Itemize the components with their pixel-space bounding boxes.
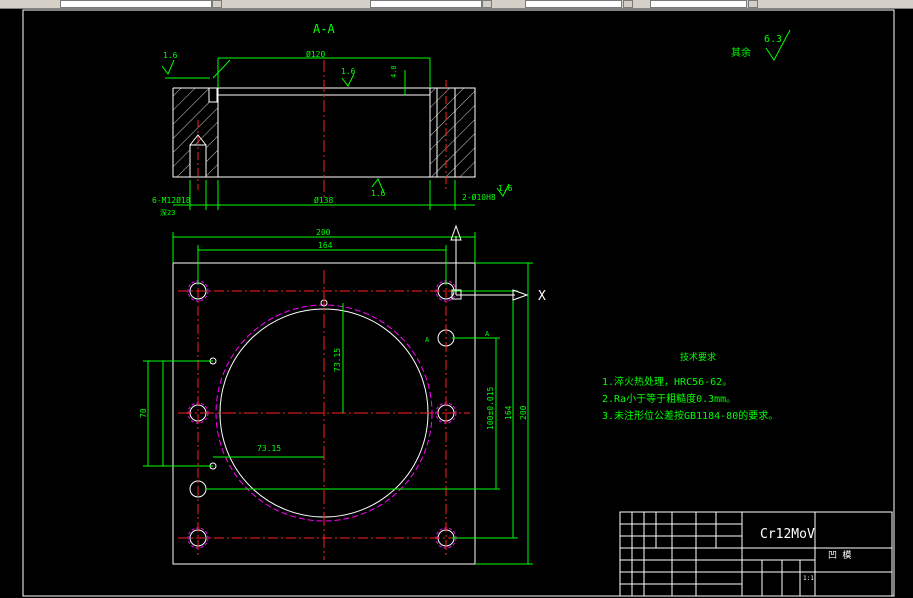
roughness-c: 1.6	[371, 189, 386, 198]
section-dimensions	[165, 57, 475, 210]
section-title: A-A	[313, 22, 335, 36]
axis-label-x: X	[538, 289, 546, 304]
roughness-symbol-icon	[161, 29, 791, 197]
lineweight-dropdown[interactable]	[650, 0, 747, 8]
plan-dimensions	[143, 232, 533, 565]
title-part-name: 凹 模	[828, 550, 851, 561]
dim-width-holes: 164	[318, 241, 333, 250]
linetype-dropdown[interactable]	[525, 0, 622, 8]
drawing-frame	[22, 9, 895, 597]
tech-requirements: 技术要求 1.淬火热处理，HRC56-62。 2.Ra小于等于粗糙度0.3mm。…	[602, 351, 778, 422]
dropdown-arrow-icon[interactable]	[748, 0, 758, 8]
dropdown-arrow-icon[interactable]	[623, 0, 633, 8]
tech-req-item-1: 1.淬火热处理，HRC56-62。	[602, 375, 732, 388]
layer-dropdown[interactable]	[60, 0, 212, 8]
cad-drawing-canvas[interactable]: A-A Ø120 4.8 Ø138 6-M12Ø1	[0, 8, 913, 598]
dim-left-70: 70	[139, 408, 148, 418]
dim-small-b: A	[485, 330, 490, 338]
dropdown-arrow-icon[interactable]	[482, 0, 492, 8]
dropdown-arrow-icon[interactable]	[212, 0, 222, 8]
roughness-others-label: 其余	[731, 46, 751, 59]
plan-view	[172, 262, 476, 565]
dim-height-holes: 164	[504, 405, 513, 420]
dim-bottom-dia: Ø138	[314, 195, 333, 205]
tech-req-item-2: 2.Ra小于等于粗糙度0.3mm。	[602, 392, 736, 405]
dim-depth: 4.8	[390, 65, 398, 78]
title-scale: 1:1	[803, 575, 814, 582]
dim-holes-left: 6-M12Ø18	[152, 195, 191, 205]
roughness-d: 1.6	[498, 184, 513, 193]
dim-bore-top: Ø120	[306, 49, 325, 59]
dim-height-dowel: 100±0.015	[486, 386, 495, 430]
color-dropdown[interactable]	[370, 0, 482, 8]
roughness-b: 1.6	[341, 67, 356, 76]
dim-width-overall: 200	[316, 228, 331, 237]
tech-req-title: 技术要求	[680, 351, 716, 363]
roughness-others-value: 6.3	[764, 34, 782, 45]
tech-req-item-3: 3.未注形位公差按GB1184-80的要求。	[602, 409, 778, 422]
section-view	[172, 60, 476, 200]
dim-small-a: A	[425, 336, 430, 344]
roughness-a: 1.6	[163, 51, 178, 60]
dim-height-overall: 200	[519, 405, 528, 420]
dim-holes-left-depth: 深23	[160, 208, 175, 217]
toolbar-strip	[0, 0, 913, 9]
dim-holes-right: 2-Ø10H8	[462, 192, 496, 202]
dim-center-x: 73.15	[257, 444, 281, 453]
title-block	[619, 511, 893, 597]
title-material: Cr12MoV	[760, 527, 815, 542]
ucs-axis-icon	[450, 224, 529, 301]
dim-center-y: 73.15	[333, 348, 342, 372]
